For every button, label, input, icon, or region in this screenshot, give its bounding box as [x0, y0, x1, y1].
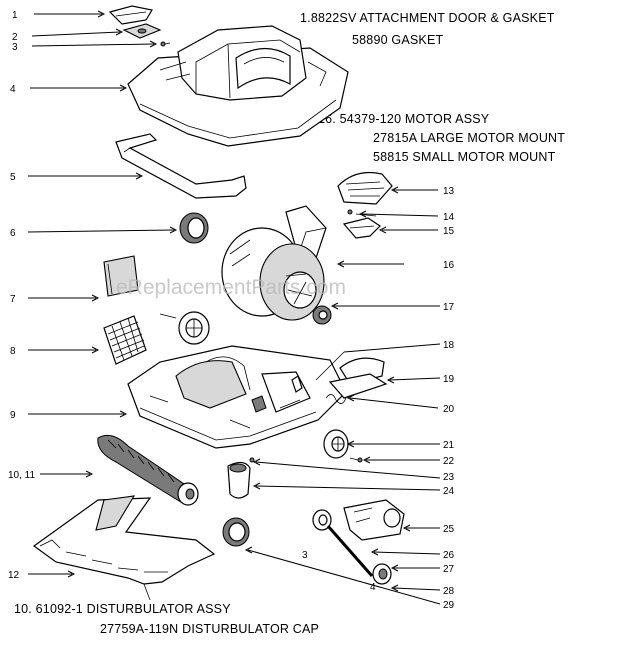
callout-25: 25 — [443, 524, 455, 535]
part-15-bracket — [342, 217, 381, 239]
part-25-wheel-carriage — [343, 499, 405, 541]
callout-23: 23 — [443, 472, 455, 483]
part-1-attachment-door — [108, 5, 153, 25]
callout-27: 27 — [443, 564, 455, 575]
part-24-belt-sleeve — [227, 461, 251, 499]
note-mid-line2: 27815A LARGE MOTOR MOUNT — [373, 131, 565, 145]
callout-numbers: 1 2 3 4 5 6 7 8 9 10, 11 12 13 14 15 16 … — [8, 10, 455, 611]
callout-26: 26 — [443, 550, 455, 561]
callout-12: 12 — [8, 570, 20, 581]
callout-16: 16 — [443, 260, 455, 271]
note-bottom-line2: 27759A-119N DISTURBULATOR CAP — [100, 622, 319, 636]
callout-4: 4 — [10, 84, 16, 95]
callout-29: 29 — [443, 600, 455, 611]
note-mid-line1: 16. 54379-120 MOTOR ASSY — [318, 112, 490, 126]
callout-22: 22 — [443, 456, 455, 467]
part-27-wheel — [372, 563, 392, 585]
part-22-axle-pin — [349, 457, 363, 463]
callout-1: 1 — [12, 10, 18, 21]
callout-5: 5 — [10, 172, 16, 183]
callout-21: 21 — [443, 440, 455, 451]
part-20-spring — [325, 394, 347, 404]
part-21-rear-wheel — [323, 429, 349, 459]
note-top-line1: 1.8822SV ATTACHMENT DOOR & GASKET — [300, 11, 555, 25]
callout-3: 3 — [12, 42, 18, 53]
callout-2: 2 — [12, 32, 18, 43]
part-14-clip — [347, 209, 377, 217]
part-19-pedal — [328, 357, 388, 399]
callout-28: 28 — [443, 586, 455, 597]
stray-mark-3: 3 — [302, 550, 308, 561]
callout-6: 6 — [10, 228, 16, 239]
callout-8: 8 — [10, 346, 16, 357]
part-5-bumper — [115, 133, 247, 199]
callout-18: 18 — [443, 340, 455, 351]
part-17-bearing — [312, 305, 332, 325]
part-4-hood — [127, 25, 349, 147]
leader-lines-right — [244, 186, 441, 605]
callout-10-11: 10, 11 — [8, 470, 35, 481]
note-top-line2: 58890 GASKET — [352, 33, 444, 47]
callout-14: 14 — [443, 212, 455, 223]
part-wheel-left — [159, 311, 210, 345]
part-23-screw — [249, 457, 255, 463]
callout-15: 15 — [443, 226, 455, 237]
part-9-base — [127, 345, 347, 449]
callout-19: 19 — [443, 374, 455, 385]
leader-lines — [27, 10, 178, 578]
callout-20: 20 — [443, 404, 455, 415]
watermark: eReplacementParts.com — [116, 276, 346, 299]
part-3-screw — [160, 41, 171, 47]
callout-13: 13 — [443, 186, 455, 197]
part-6-ring — [179, 212, 209, 244]
part-26-axle — [312, 509, 374, 577]
callout-9: 9 — [10, 410, 16, 421]
part-18-latch — [291, 351, 345, 393]
note-mid-line3: 58815 SMALL MOTOR MOUNT — [373, 150, 556, 164]
part-7-filter — [103, 255, 139, 297]
callout-17: 17 — [443, 302, 455, 313]
callout-7: 7 — [10, 294, 16, 305]
stray-mark-4: 4 — [370, 582, 376, 593]
part-16-motor-assembly — [221, 205, 327, 321]
part-8-grille — [103, 315, 147, 365]
callout-24: 24 — [443, 486, 455, 497]
part-13-cover — [337, 171, 393, 205]
note-bottom-line1: 10. 61092-1 DISTURBULATOR ASSY — [14, 602, 231, 616]
part-12-bottom-plate — [32, 495, 216, 601]
part-10-disturbulator — [97, 434, 199, 506]
part-29-ring — [222, 517, 250, 547]
part-2-gasket — [122, 23, 162, 39]
